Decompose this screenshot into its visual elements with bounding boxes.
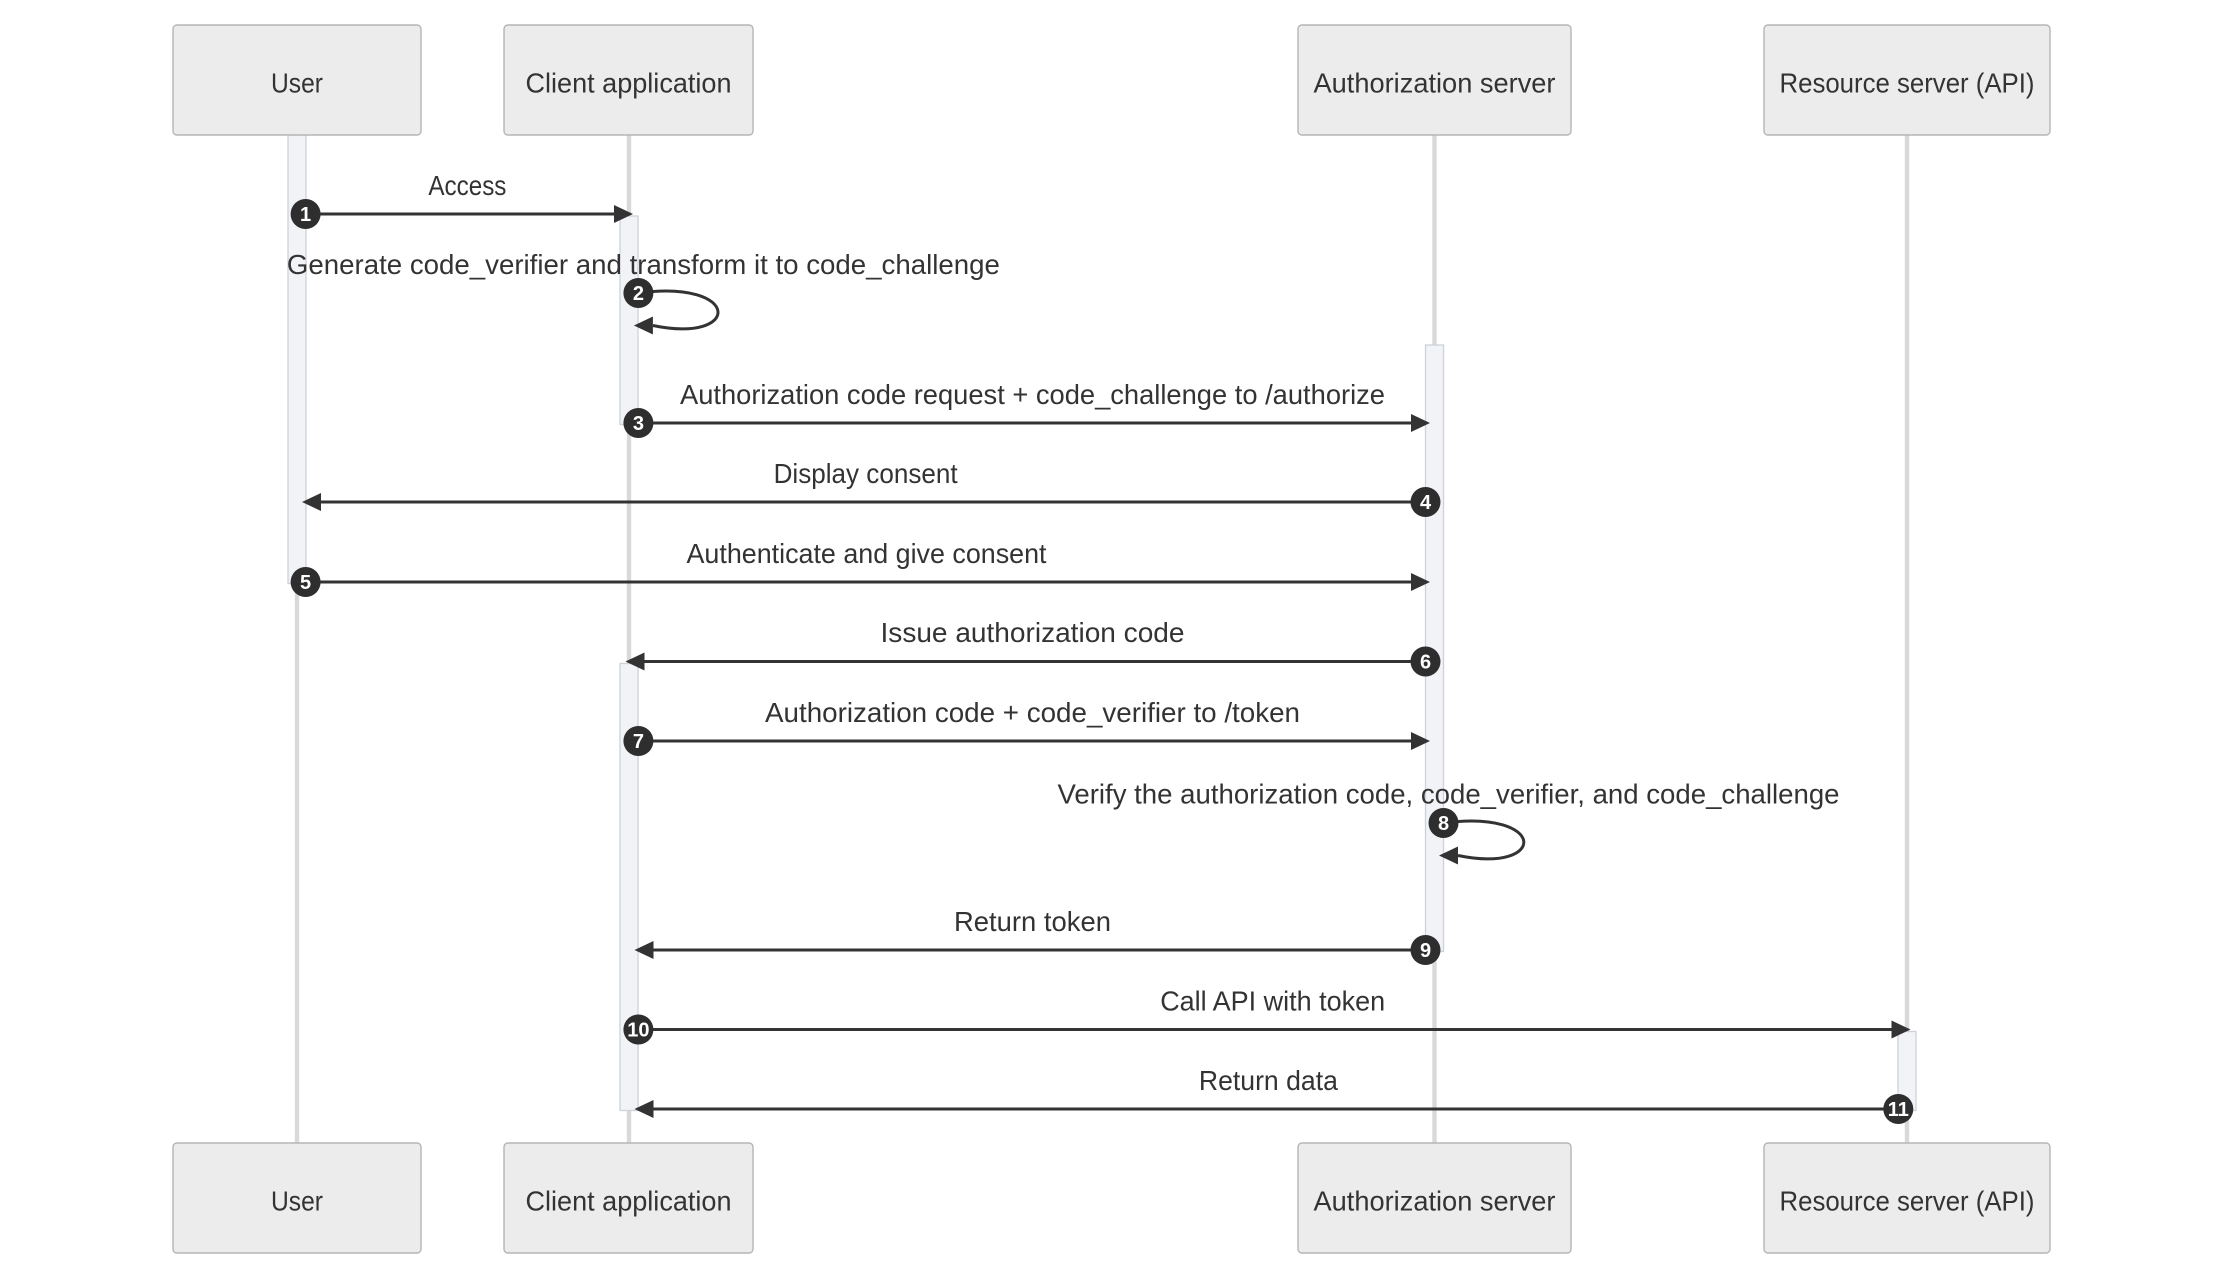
svg-text:3: 3 [633,413,644,435]
svg-text:2: 2 [633,283,644,305]
svg-text:11: 11 [1888,1099,1909,1121]
svg-text:User: User [271,68,323,99]
svg-text:6: 6 [1420,652,1431,674]
svg-text:Display consent: Display consent [774,458,958,489]
svg-text:Authorization code request + c: Authorization code request + code_challe… [680,379,1385,410]
svg-text:Resource server (API): Resource server (API) [1780,68,2035,99]
svg-text:10: 10 [627,1020,649,1042]
svg-text:Authorization server: Authorization server [1314,1186,1556,1217]
svg-text:Return token: Return token [954,906,1111,937]
svg-text:User: User [271,1186,323,1217]
svg-text:Access: Access [428,170,506,201]
svg-text:4: 4 [1420,492,1432,514]
svg-text:Authorization server: Authorization server [1314,68,1556,99]
svg-text:5: 5 [300,572,311,594]
svg-text:Return data: Return data [1199,1065,1338,1096]
svg-text:8: 8 [1438,813,1449,835]
svg-text:Authenticate and give consent: Authenticate and give consent [687,538,1047,569]
svg-text:Verify the authorization code,: Verify the authorization code, code_veri… [1058,779,1840,810]
svg-text:Resource server (API): Resource server (API) [1780,1186,2035,1217]
svg-text:Client application: Client application [526,1186,732,1217]
svg-text:Issue authorization code: Issue authorization code [881,617,1185,648]
svg-text:Authorization code + code_veri: Authorization code + code_verifier to /t… [765,697,1300,728]
svg-text:7: 7 [633,731,644,753]
svg-text:Call API with token: Call API with token [1160,986,1385,1017]
svg-text:9: 9 [1420,940,1431,962]
svg-text:Client application: Client application [526,68,732,99]
svg-text:1: 1 [300,204,311,226]
svg-text:Generate code_verifier and tra: Generate code_verifier and transform it … [287,249,1000,280]
